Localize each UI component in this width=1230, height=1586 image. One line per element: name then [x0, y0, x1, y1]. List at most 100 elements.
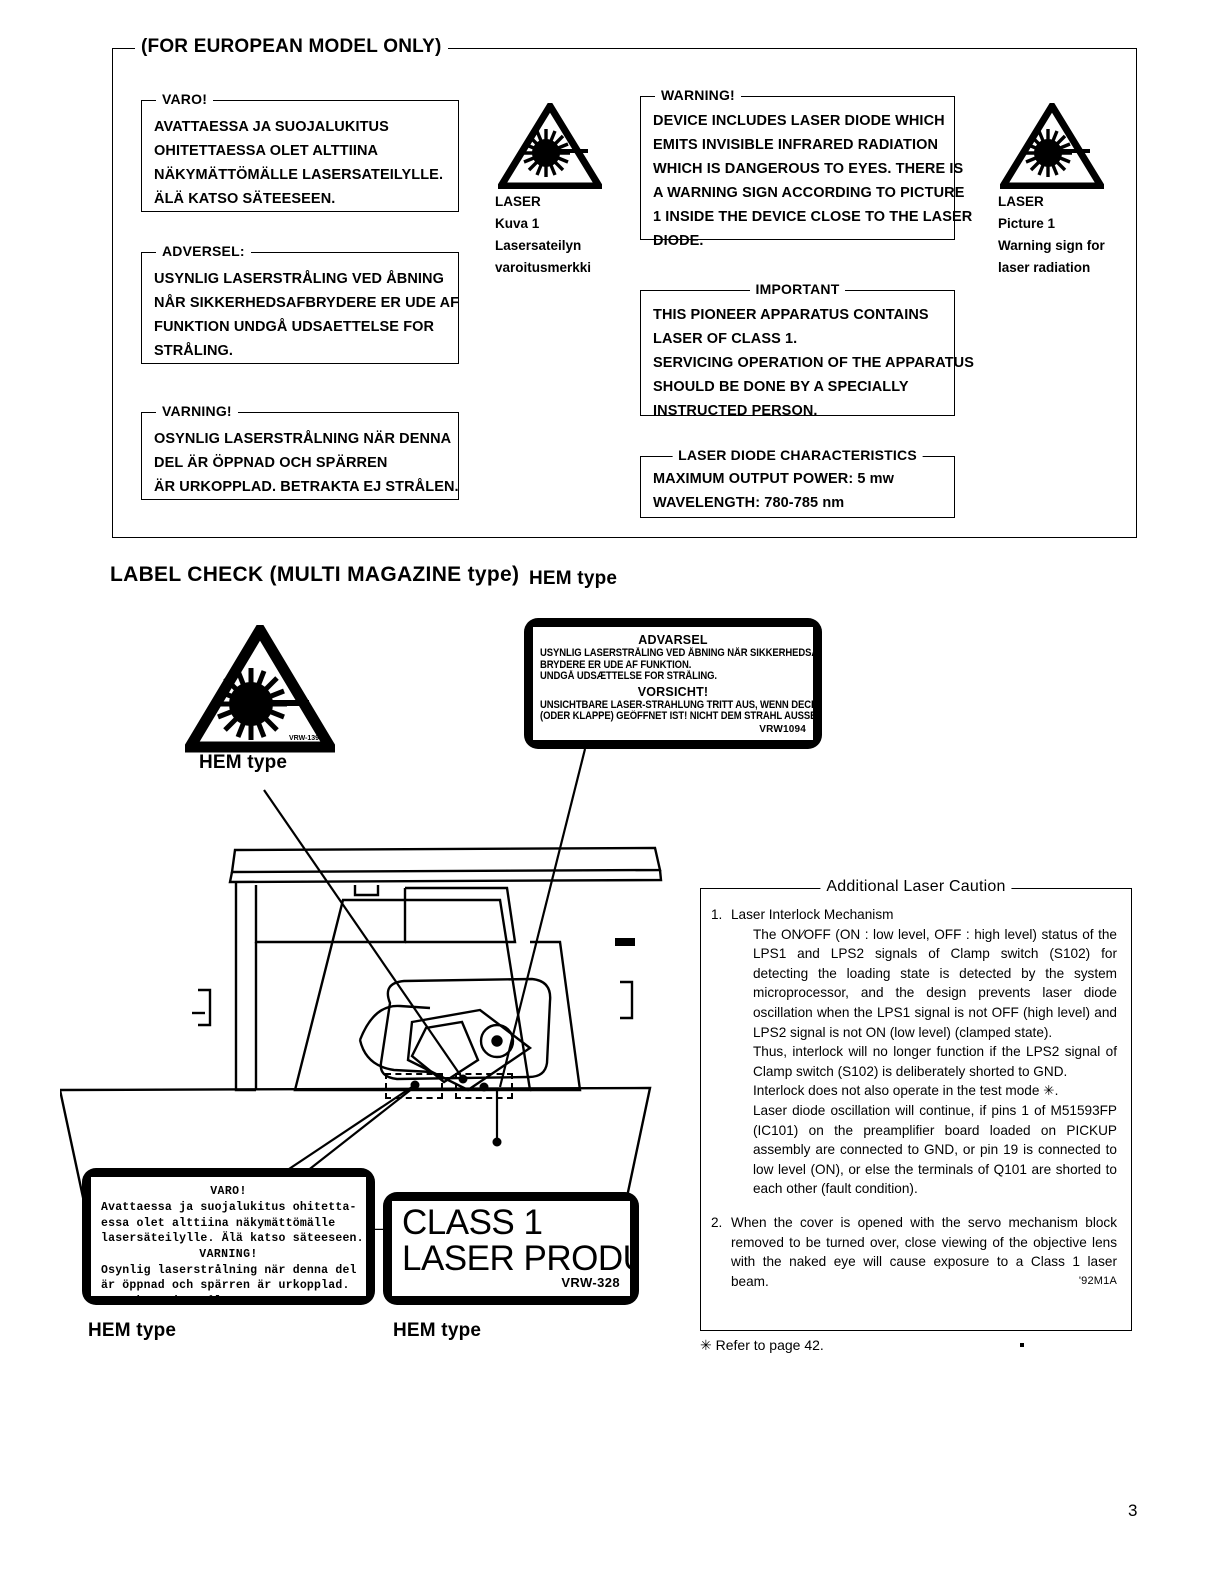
class1-line: CLASS 1: [402, 1203, 543, 1242]
diode-line: WAVELENGTH: 780-785 nm: [653, 495, 845, 511]
paragraph: When the cover is opened with the servo …: [731, 1214, 1117, 1289]
vorsicht-title: VORSICHT!: [637, 684, 709, 699]
advarsel-line: BRYDERE ER UDE AF FUNKTION.: [540, 658, 692, 672]
paragraph: Interlock does not also operate in the t…: [753, 1083, 1059, 1099]
additional-laser-caution-body: 1. Laser Interlock Mechanism The ON∕OFF …: [701, 889, 1131, 1298]
sticker-code: VRW1094: [759, 723, 806, 735]
sticker-inner: VARO! Avattaessa ja suojalukitus ohitett…: [91, 1177, 366, 1296]
paragraph: The ON∕OFF (ON : low level, OFF : high l…: [753, 926, 1117, 1040]
class1-laser-product-sticker: CLASS 1 LASER PRODUCT VRW-328: [383, 1192, 639, 1305]
label-placement-box-right: [455, 1073, 513, 1099]
warning-legend: WARNING!: [655, 87, 741, 103]
european-model-title: (FOR EUROPEAN MODEL ONLY): [135, 36, 448, 58]
diode-characteristics-legend: LASER DIODE CHARACTERISTICS: [672, 447, 923, 463]
diode-line: MAXIMUM OUTPUT POWER: 5 mw: [653, 471, 895, 487]
stray-mark: [1020, 1343, 1024, 1347]
item-paragraphs: The ON∕OFF (ON : low level, OFF : high l…: [753, 925, 1117, 1199]
laser-hazard-triangle-icon: [1000, 103, 1104, 189]
laser-diode-characteristics-box: LASER DIODE CHARACTERISTICS MAXIMUM OUTP…: [640, 447, 955, 518]
varo-line: OHITETTAESSA OLET ALTTIINA: [154, 143, 379, 159]
adversel-line: USYNLIG LASERSTRÅLING VED ÅBNING: [154, 271, 444, 287]
vorsicht-line: UNSICHTBARE LASER-STRAHLUNG TRITT AUS, W…: [540, 698, 813, 712]
laser-symbol-left-caption: LASER Kuva 1 Lasersateilyn varoitusmerkk…: [495, 191, 591, 279]
caption-line: Lasersateilyn: [495, 238, 582, 253]
hem-type-caption-class1: HEM type: [393, 1320, 482, 1341]
varo-varning-sticker: VARO! Avattaessa ja suojalukitus ohitett…: [82, 1168, 375, 1305]
warning-line: EMITS INVISIBLE INFRARED RADIATION: [653, 137, 939, 153]
caution-item: 1. Laser Interlock Mechanism The ON∕OFF …: [711, 905, 1117, 1199]
laser-symbol-right-caption: LASER Picture 1 Warning sign for laser r…: [998, 191, 1105, 279]
warning-line: WHICH IS DANGEROUS TO EYES. THERE IS: [653, 161, 964, 177]
varning-sticker-line: Betrakta ej strålen.: [101, 1294, 308, 1297]
important-line: INSTRUCTED PERSON.: [653, 403, 818, 419]
warning-line: 1 INSIDE THE DEVICE CLOSE TO THE LASER: [653, 209, 973, 225]
varo-legend: VARO!: [156, 91, 214, 107]
paragraph: Thus, interlock will no longer function …: [753, 1044, 1117, 1079]
item-title: Laser Interlock Mechanism: [731, 907, 894, 922]
adversel-line: NÅR SIKKERHEDSAFBRYDERE ER UDE AF: [154, 295, 460, 311]
european-model-frame: (FOR EUROPEAN MODEL ONLY): [112, 36, 1137, 538]
label-placement-box-left: [385, 1073, 443, 1099]
varning-line: OSYNLIG LASERSTRÅLNING NÄR DENNA: [154, 431, 452, 447]
adversel-line: STRÅLING.: [154, 343, 234, 359]
varo-line: AVATTAESSA JA SUOJALUKITUS: [154, 119, 389, 135]
varo-box: VARO! AVATTAESSA JA SUOJALUKITUS OHITETT…: [141, 91, 459, 212]
caption-line: Picture 1: [998, 216, 1056, 231]
warning-line: A WARNING SIGN ACCORDING TO PICTURE: [653, 185, 965, 201]
advarsel-vorsicht-sticker: ADVARSEL USYNLIG LASERSTRÅLING VED ÅBNIN…: [524, 618, 822, 749]
important-text: THIS PIONEER APPARATUS CONTAINS LASER OF…: [641, 291, 975, 431]
varning-sticker-line: Osynlig laserstrålning när denna del: [101, 1263, 357, 1277]
revision-code: '92M1A: [1078, 1275, 1117, 1288]
adversel-text: USYNLIG LASERSTRÅLING VED ÅBNING NÅR SIK…: [142, 253, 460, 371]
warning-line: DEVICE INCLUDES LASER DIODE WHICH: [653, 113, 945, 129]
laser-hazard-triangle-icon: [498, 103, 602, 189]
important-box: IMPORTANT THIS PIONEER APPARATUS CONTAIN…: [640, 281, 974, 419]
sticker-inner: ADVARSEL USYNLIG LASERSTRÅLING VED ÅBNIN…: [533, 627, 813, 740]
footnote-refer-to-page: ✳ Refer to page 42.: [700, 1337, 824, 1353]
caption-line: LASER: [495, 194, 541, 209]
varning-legend: VARNING!: [156, 403, 238, 419]
important-line: SHOULD BE DONE BY A SPECIALLY: [653, 379, 909, 395]
advarsel-title: ADVARSEL: [638, 633, 708, 647]
warning-box: WARNING! DEVICE INCLUDES LASER DIODE WHI…: [640, 87, 972, 249]
warning-text: DEVICE INCLUDES LASER DIODE WHICH EMITS …: [641, 97, 973, 261]
caption-line: Kuva 1: [495, 216, 540, 231]
hem-type-caption-triangle: HEM type: [199, 752, 288, 773]
important-line: LASER OF CLASS 1.: [653, 331, 798, 347]
caption-line: laser radiation: [998, 260, 1091, 275]
sticker-code: VRW-328: [561, 1275, 620, 1290]
varo-line: ÄLÄ KATSO SÄTEESEEN.: [154, 191, 336, 207]
triangle-code-text: VRW-139: [289, 735, 319, 742]
varo-line: NÄKYMÄTTÖMÄLLE LASERSATEILYLLE.: [154, 167, 444, 183]
unit-illustration: [60, 846, 663, 1230]
adversel-legend: ADVERSEL:: [156, 243, 251, 259]
varning-sticker-line: är öppnad och spärren är urkopplad.: [101, 1279, 350, 1292]
paragraph: Laser diode oscillation will continue, i…: [753, 1102, 1117, 1197]
hem-type-caption-top: HEM type: [529, 568, 618, 589]
important-line: THIS PIONEER APPARATUS CONTAINS: [653, 307, 929, 323]
caption-line: Warning sign for: [998, 238, 1105, 253]
caption-line: varoitusmerkki: [495, 260, 592, 275]
advarsel-line: USYNLIG LASERSTRÅLING VED ÅBNING NÅR SIK…: [540, 647, 813, 660]
varo-sticker-line: Avattaessa ja suojalukitus ohitetta-: [101, 1201, 357, 1214]
varning-text: OSYNLIG LASERSTRÅLNING NÄR DENNA DEL ÄR …: [142, 413, 459, 507]
hem-type-caption-varo: HEM type: [88, 1320, 177, 1341]
item-body: Laser Interlock Mechanism The ON∕OFF (ON…: [731, 905, 1117, 1199]
caution-item: 2. When the cover is opened with the ser…: [711, 1213, 1117, 1291]
varo-sticker-line: lasersäteilylle. Älä katso säteeseen.: [101, 1232, 364, 1245]
varo-text: AVATTAESSA JA SUOJALUKITUS OHITETTAESSA …: [142, 101, 458, 219]
item-body: When the cover is opened with the servo …: [731, 1213, 1117, 1291]
adversel-line: FUNKTION UNDGÅ UDSAETTELSE FOR: [154, 319, 435, 335]
diode-characteristics-text: MAXIMUM OUTPUT POWER: 5 mw WAVELENGTH: 7…: [641, 457, 954, 523]
advarsel-line: UNDGÅ UDSÆTTELSE FOR STRÅLING.: [540, 670, 717, 683]
important-legend: IMPORTANT: [749, 281, 846, 297]
class1-line: LASER PRODUCT: [402, 1239, 630, 1278]
varning-line: DEL ÄR ÖPPNAD OCH SPÄRREN: [154, 455, 388, 471]
varning-sticker-title: VARNING!: [199, 1247, 258, 1261]
laser-hazard-triangle-icon: VRW-139: [185, 625, 335, 753]
varo-sticker-title: VARO!: [210, 1185, 247, 1198]
important-line: SERVICING OPERATION OF THE APPARATUS: [653, 355, 975, 371]
item-number: 1.: [711, 907, 723, 922]
vorsicht-line: (ODER KLAPPE) GEÖFFNET IST! NICHT DEM ST…: [540, 710, 813, 724]
sticker-inner: CLASS 1 LASER PRODUCT VRW-328: [392, 1201, 630, 1296]
